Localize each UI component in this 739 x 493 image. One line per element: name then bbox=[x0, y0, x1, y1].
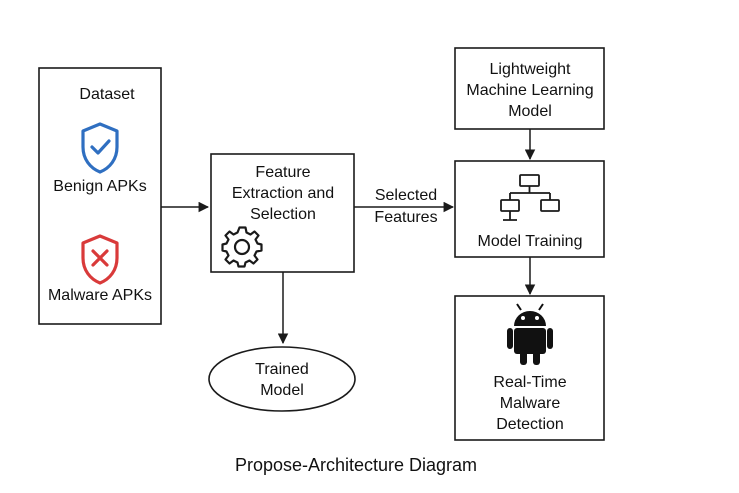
model-training-box: Model Training bbox=[454, 160, 605, 258]
lightweight-model-line1: Lightweight bbox=[490, 61, 572, 78]
dataset-box: Dataset Benign APKs Malware APKs bbox=[38, 67, 162, 325]
gear-icon bbox=[221, 226, 263, 268]
benign-apks-label: Benign APKs bbox=[53, 178, 146, 195]
detection-line1: Real-Time bbox=[493, 374, 566, 391]
shield-x-icon bbox=[81, 234, 119, 285]
shield-check-icon bbox=[81, 122, 119, 174]
android-robot-icon bbox=[507, 303, 553, 365]
lightweight-model-box: Lightweight Machine Learning Model bbox=[454, 47, 605, 130]
model-training-label: Model Training bbox=[478, 233, 583, 250]
selected-features-line1: Selected bbox=[375, 187, 437, 204]
hierarchy-tree-icon bbox=[500, 174, 560, 221]
feature-extraction-line3: Selection bbox=[250, 206, 316, 223]
trained-model-ellipse: Trained Model bbox=[208, 346, 356, 412]
feature-extraction-box: Feature Extraction and Selection bbox=[210, 153, 355, 273]
detection-line3: Detection bbox=[496, 416, 564, 433]
feature-extraction-line1: Feature bbox=[255, 164, 310, 181]
dataset-title: Dataset bbox=[79, 86, 135, 103]
lightweight-model-line3: Model bbox=[508, 103, 552, 120]
diagram-caption: Propose-Architecture Diagram bbox=[235, 455, 477, 475]
detection-box: Real-Time Malware Detection bbox=[454, 295, 605, 441]
lightweight-model-line2: Machine Learning bbox=[466, 82, 593, 99]
selected-features-line2: Features bbox=[374, 209, 437, 226]
feature-extraction-line2: Extraction and bbox=[232, 185, 334, 202]
detection-line2: Malware bbox=[500, 395, 561, 412]
malware-apks-label: Malware APKs bbox=[48, 287, 152, 304]
trained-model-line1: Trained bbox=[255, 361, 309, 378]
trained-model-line2: Model bbox=[260, 382, 304, 399]
